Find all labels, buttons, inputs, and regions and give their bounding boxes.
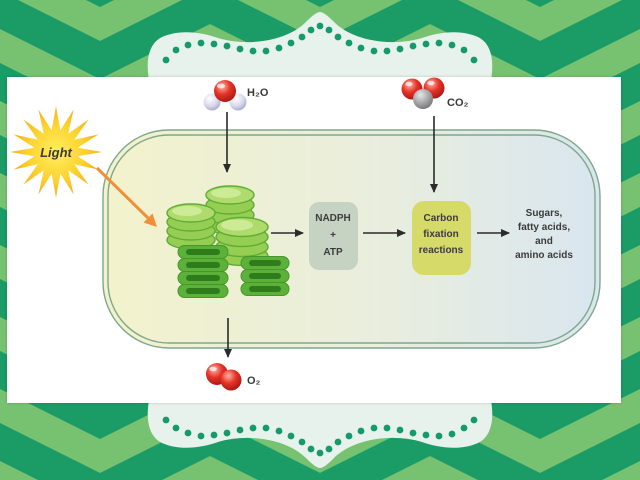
carbon-fixation-box: Carbon fixation reactions: [412, 201, 471, 275]
co2-label: CO₂: [447, 97, 469, 109]
thylakoid-stack: [177, 245, 229, 298]
granum-stack: [205, 185, 255, 235]
products-line: Sugars,: [526, 208, 563, 219]
o2-molecule: O₂: [206, 363, 261, 391]
fixation-box-line: fixation: [423, 229, 459, 240]
photosynthesis-diagram: Light: [10, 77, 601, 391]
granum-stack: [166, 203, 216, 250]
products-line: fatty acids,: [518, 222, 570, 233]
h2o-label: H₂O: [247, 87, 269, 99]
diagram-panel: Light: [7, 77, 621, 403]
chloroplast-inner-membrane: [107, 134, 596, 344]
h2o-molecule: H₂O: [203, 80, 269, 111]
products-line: amino acids: [515, 250, 573, 261]
light-arrow: [95, 166, 157, 227]
fixation-box-line: reactions: [419, 245, 464, 256]
energy-box-line: ATP: [323, 247, 343, 258]
energy-box-line: +: [330, 230, 336, 241]
o2-label: O₂: [247, 375, 261, 387]
energy-box-line: NADPH: [315, 213, 351, 224]
light-label: Light: [40, 145, 72, 160]
products-line: and: [535, 236, 553, 247]
nadph-atp-box: NADPH + ATP: [309, 202, 358, 270]
sun-icon: Light: [10, 106, 102, 198]
products-label: Sugars, fatty acids, and amino acids: [515, 208, 573, 261]
dotted-border: [162, 22, 478, 457]
co2-molecule: CO₂: [401, 77, 469, 109]
fixation-box-line: Carbon: [424, 213, 459, 224]
sun-rays: [10, 106, 102, 198]
flow-arrows: [223, 112, 510, 358]
grana-stacks: [166, 185, 290, 298]
thylakoid-stack: [240, 256, 290, 296]
